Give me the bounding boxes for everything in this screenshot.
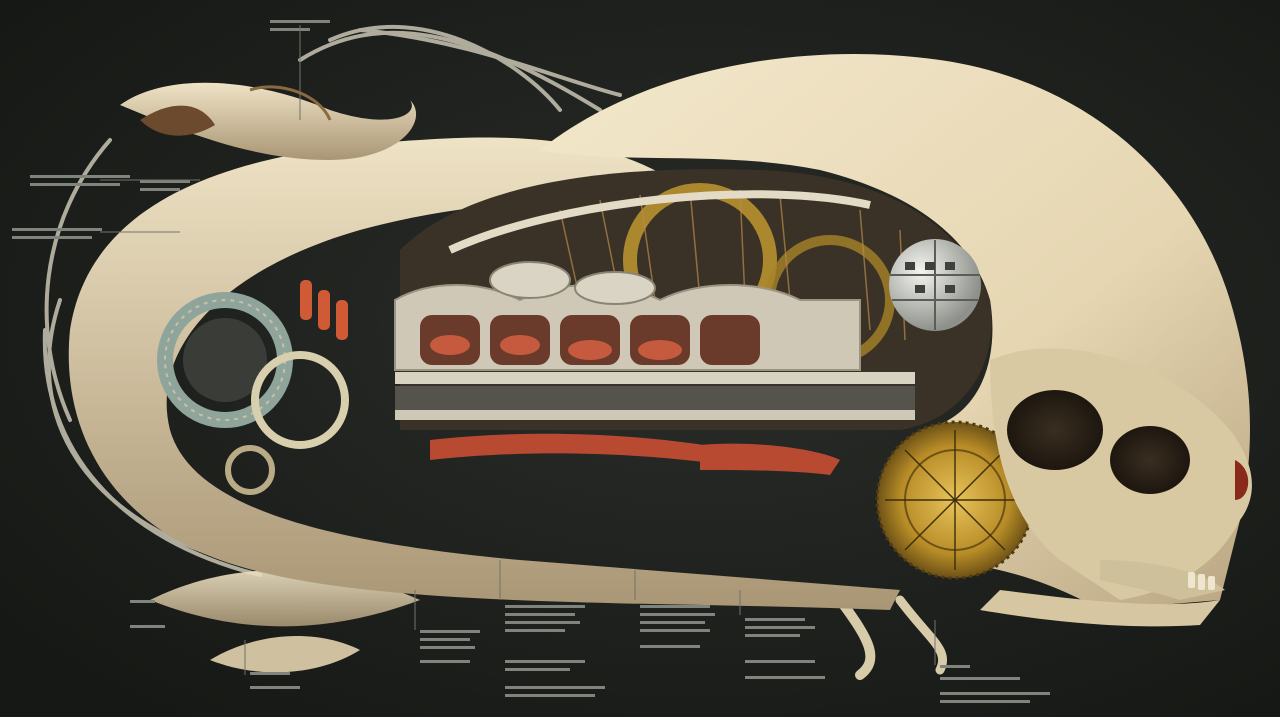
leader-lines	[100, 25, 936, 675]
upper-horn	[120, 82, 417, 160]
cables	[42, 24, 622, 577]
annotation-marks	[12, 20, 1050, 703]
machinery-cavity	[394, 169, 992, 475]
outer-bone-sweep	[68, 137, 900, 610]
sphere-icon	[889, 239, 981, 331]
skull-icon	[980, 348, 1252, 627]
brass-dial	[875, 420, 1035, 580]
gear-icon	[157, 280, 349, 495]
